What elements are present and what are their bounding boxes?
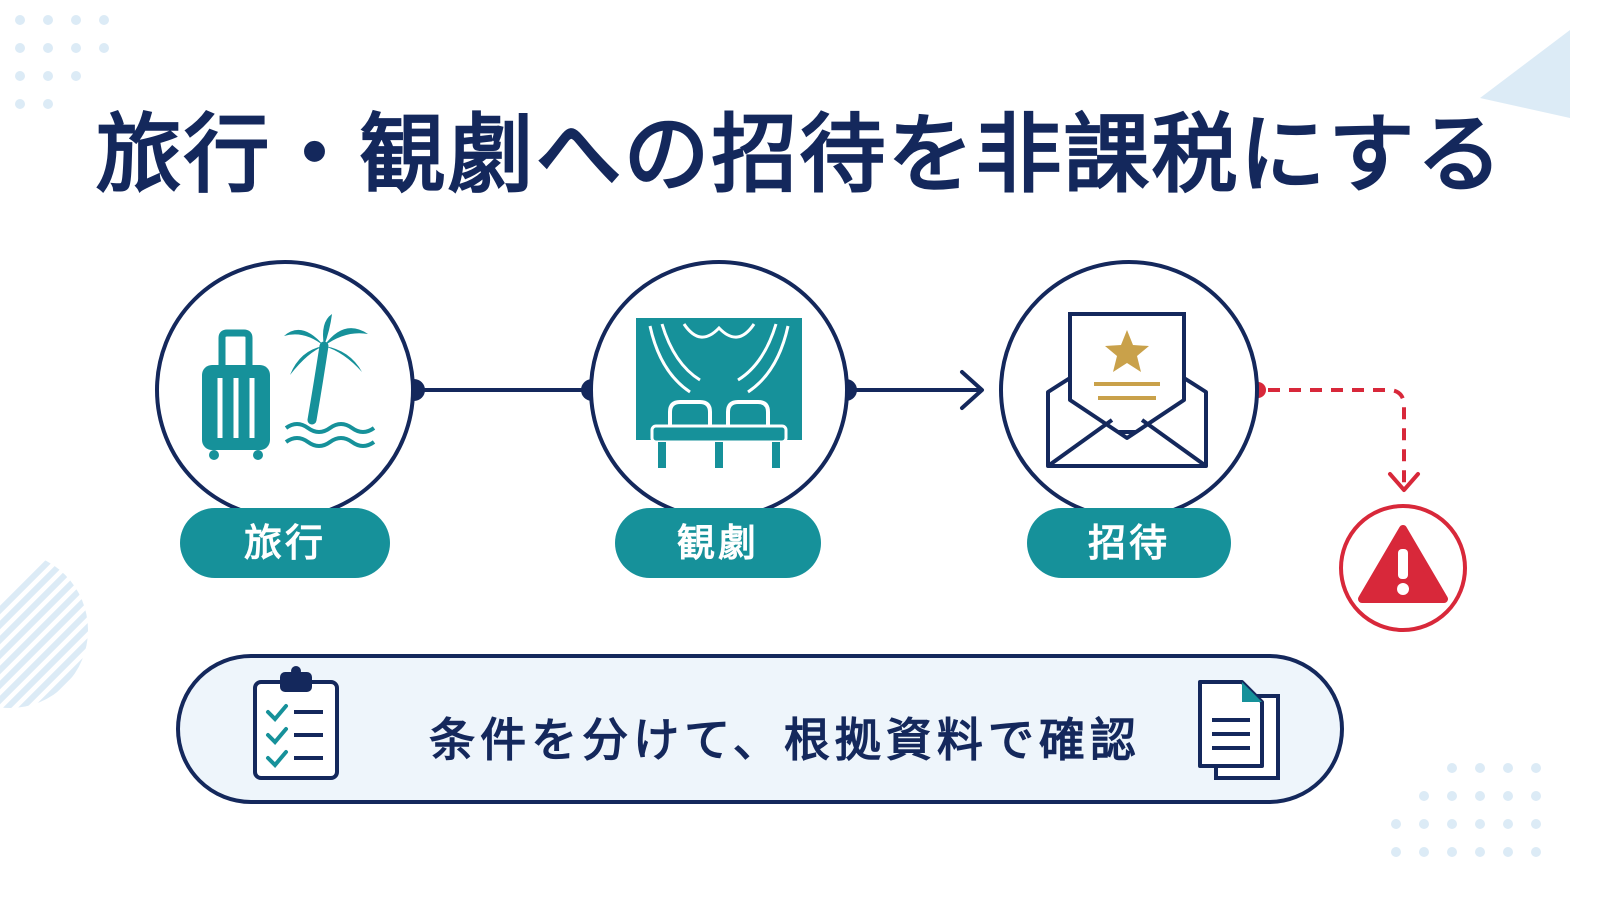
step-label-theater: 観劇	[615, 508, 821, 578]
step-label-travel: 旅行	[180, 508, 390, 578]
warning-triangle-icon	[1358, 525, 1448, 603]
invitation-envelope-icon	[1046, 312, 1208, 468]
banner-box	[176, 654, 1344, 804]
banner-text: 条件を分けて、根拠資料で確認	[429, 713, 1141, 767]
theater-seats-icon	[636, 318, 802, 468]
connector-lines	[414, 370, 984, 410]
documents-icon	[1198, 680, 1280, 780]
checklist-clipboard-icon	[253, 666, 339, 780]
warning-connector	[1250, 382, 1420, 492]
decorative-triangle-top-right	[1480, 30, 1570, 118]
decorative-dots-top-left	[15, 15, 109, 109]
decorative-dots-bottom-right	[1391, 763, 1541, 857]
step-label-invitation: 招待	[1027, 508, 1231, 578]
step-circle-travel	[155, 260, 415, 520]
page-title: 旅行・観劇への招待を非課税にする	[95, 105, 1505, 205]
suitcase-palm-icon	[202, 314, 376, 460]
